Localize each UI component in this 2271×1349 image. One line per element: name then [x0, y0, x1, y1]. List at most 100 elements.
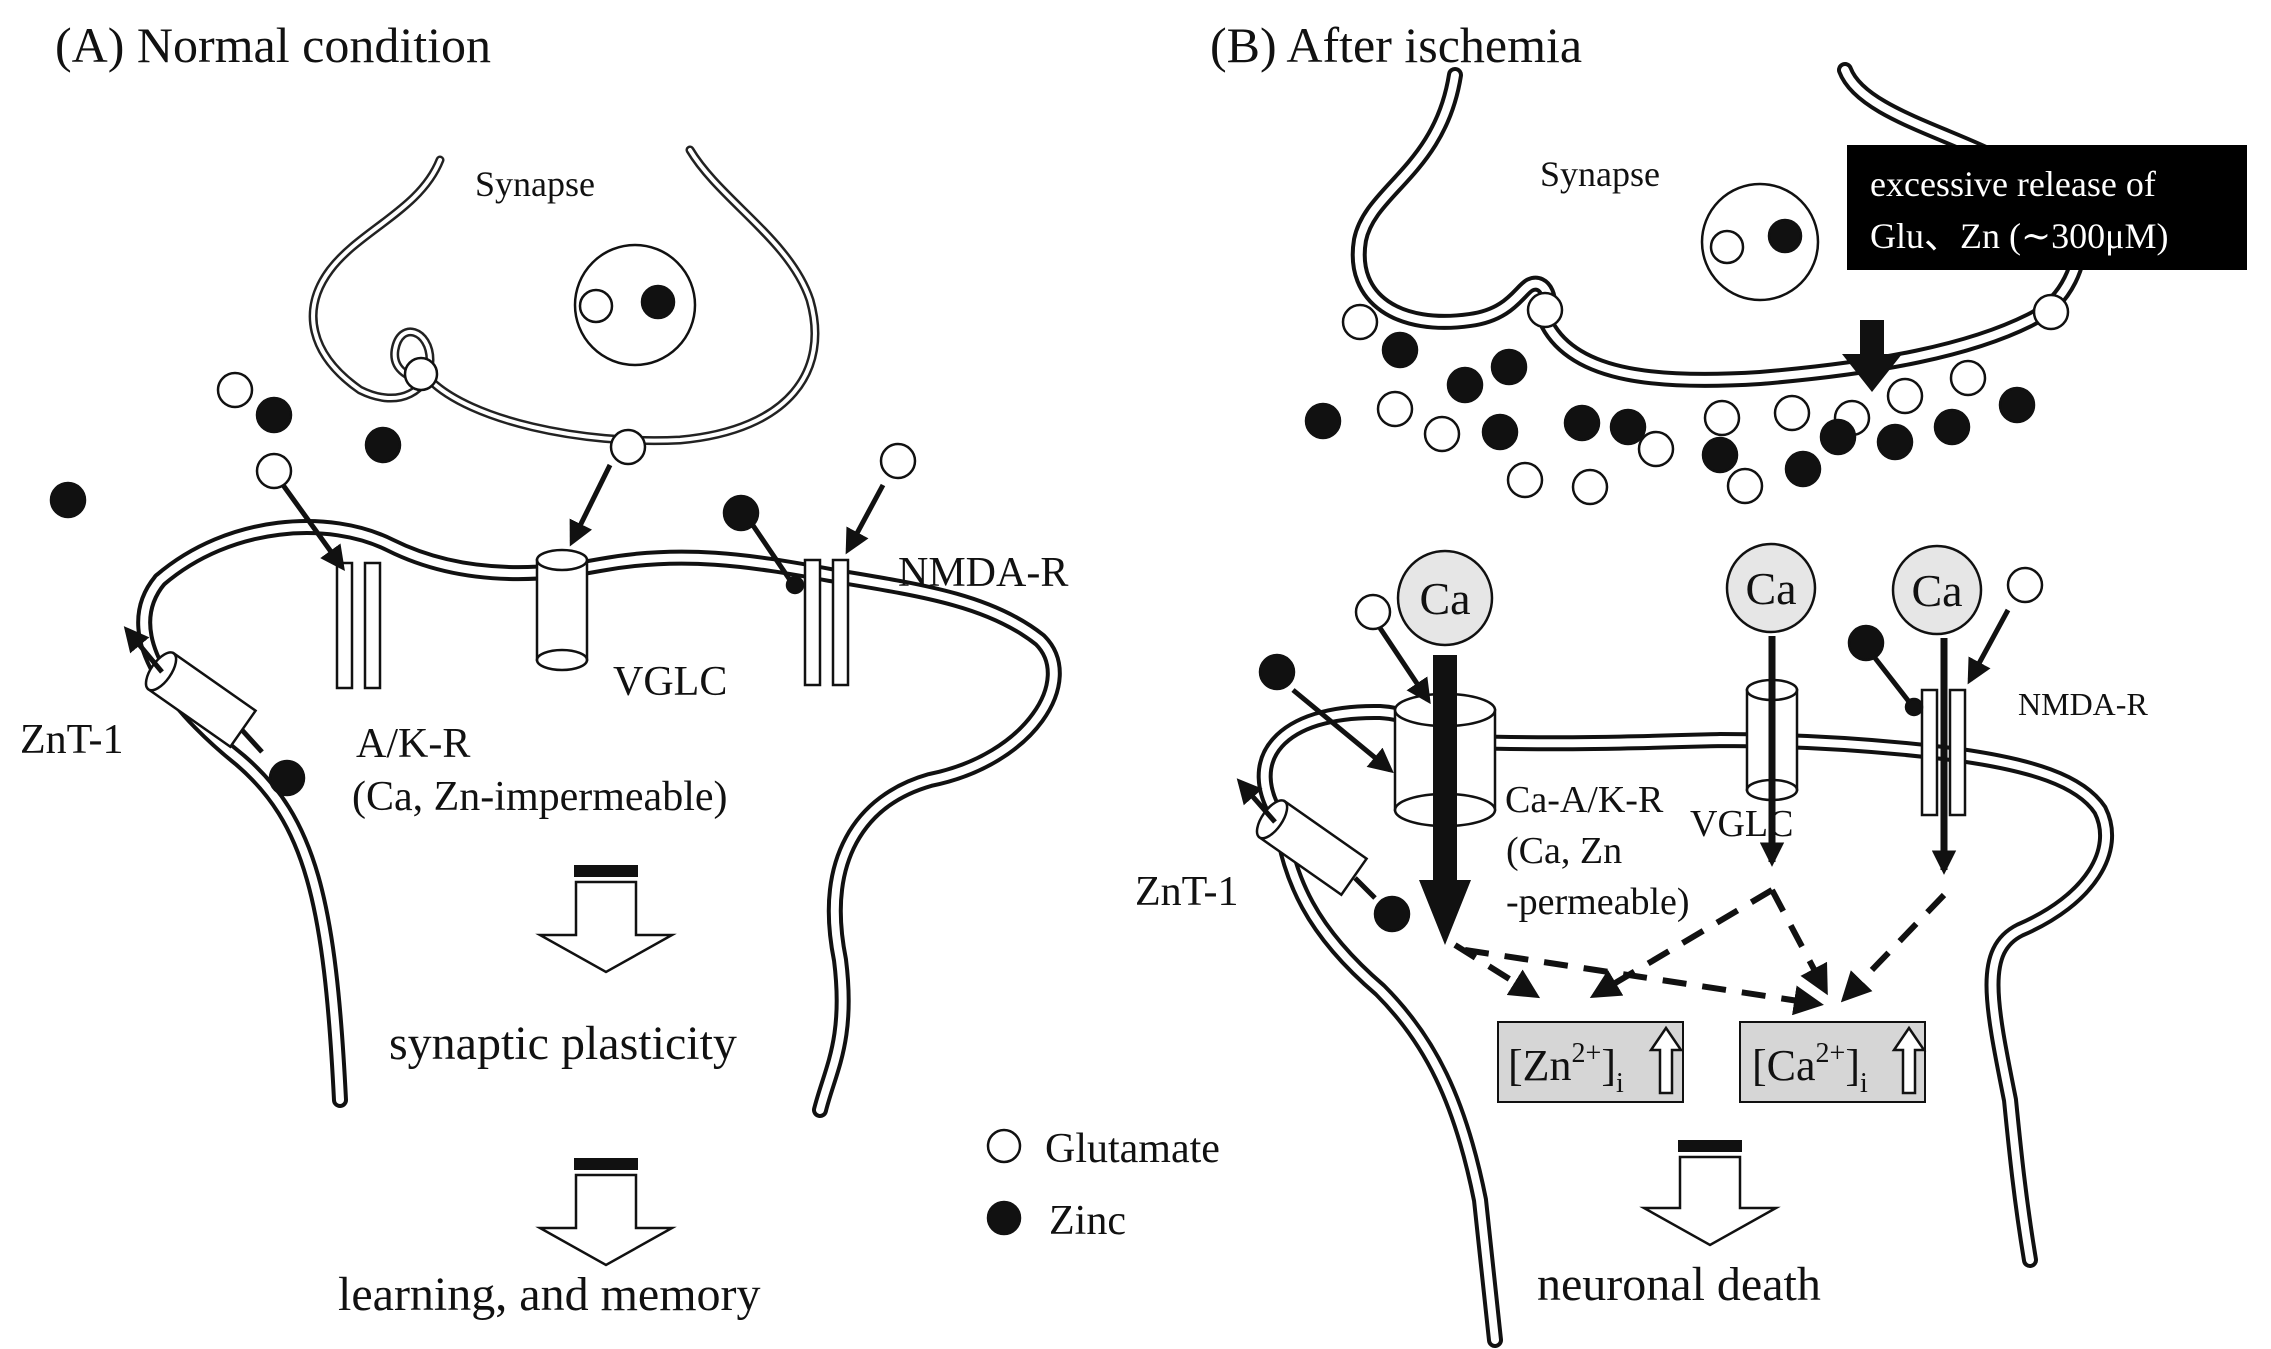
vesicle-zinc-b: [1767, 218, 1803, 254]
znt1-efflux-arrow-a: [123, 626, 164, 674]
ca-ak-note-b2: -permeable): [1506, 881, 1690, 923]
legend-zinc-label: Zinc: [1049, 1198, 1126, 1244]
zinc: [1373, 895, 1411, 933]
zn-to-nmda-line: [745, 516, 795, 585]
ca-conc-label: [Ca2+]i: [1752, 1038, 1868, 1099]
glutamate: [1571, 468, 1609, 506]
zn-concentration-box: [Zn2+]i: [1497, 1021, 1684, 1103]
dash-akr-to-ca: [1464, 947, 1824, 1016]
postsynaptic-membrane-b: [1256, 703, 2115, 1348]
release-line-1: excessive release of: [1870, 164, 2156, 204]
zinc: [268, 759, 306, 797]
glutamate: [1354, 593, 1392, 631]
nmda-label-b: NMDA-R: [2018, 686, 2148, 722]
ak-receptor-a: [335, 561, 382, 690]
vglc-label-a: VGLC: [613, 659, 727, 705]
synapse-a: [308, 145, 820, 446]
zinc: [1304, 402, 1342, 440]
cleft-molecules: [1304, 291, 2070, 506]
outcome-death-label: neuronal death: [1537, 1258, 1821, 1311]
ca-ball-akr: Ca: [1396, 549, 1494, 647]
panel-b: (B) After ischemia Synapse excessive rel…: [1135, 17, 2247, 1348]
glu-to-nmda-arrow-b: [1967, 608, 2011, 685]
glu-to-nmda-arrow: [845, 483, 886, 555]
vesicle-zinc-a: [640, 284, 676, 320]
release-line-2: Glu、Zn (∼300μM): [1870, 216, 2168, 256]
outcome-arrow-a2: [535, 1158, 677, 1267]
glutamate: [2006, 566, 2044, 604]
ca-ak-note-b1: (Ca, Zn: [1506, 830, 1622, 872]
glutamate: [1506, 461, 1544, 499]
legend-zinc-symbol: [986, 1200, 1022, 1236]
ca-influx-akr-arrow: [1419, 655, 1471, 945]
legend-glutamate-symbol: [986, 1128, 1022, 1164]
nmda-zn-bound-a: [785, 575, 805, 595]
panel-a-title: (A) Normal condition: [55, 17, 491, 73]
dash-vglc-to-zn: [1589, 887, 1774, 999]
zinc: [1490, 348, 1528, 386]
ak-note-a: (Ca, Zn-impermeable): [352, 774, 728, 820]
zinc: [49, 481, 87, 519]
znt1-label-b: ZnT-1: [1135, 869, 1238, 915]
nmda-receptor-b: [1920, 688, 1967, 817]
ca-ball-vglc: Ca: [1725, 542, 1817, 634]
nmda-label-a: NMDA-R: [898, 550, 1068, 596]
znt1-efflux-arrow-b: [1236, 778, 1277, 824]
glutamate: [1726, 467, 1764, 505]
znt1-transporter-b: [1255, 799, 1369, 897]
zinc: [1481, 413, 1519, 451]
panel-b-title: (B) After ischemia: [1210, 17, 1582, 73]
vesicle-a: [573, 243, 697, 367]
glutamate: [1886, 377, 1924, 415]
zn-increase-arrow-icon: [1648, 1025, 1684, 1095]
glutamate: [2032, 293, 2070, 331]
zinc: [1258, 653, 1296, 691]
glu-to-vglc-arrow: [569, 463, 613, 547]
vesicle-glutamate-a: [578, 288, 614, 324]
ca-concentration-box: [Ca2+]i: [1739, 1021, 1927, 1103]
glutamate: [1341, 303, 1379, 341]
zn-conc-label: [Zn2+]i: [1508, 1038, 1624, 1099]
glutamate: [216, 371, 254, 409]
glutamate: [1423, 415, 1461, 453]
dash-vglc-to-ca: [1769, 888, 1828, 996]
znt1-tail-b: [1353, 876, 1377, 900]
glutamate: [1376, 390, 1414, 428]
vglc-channel-a: [535, 548, 589, 672]
zinc: [1609, 408, 1647, 446]
zinc: [1847, 624, 1885, 662]
zinc: [255, 396, 293, 434]
zinc: [722, 494, 760, 532]
glutamate: [609, 428, 647, 466]
ca-ak-label-b: Ca-A/K-R: [1505, 779, 1664, 821]
glutamate: [1526, 291, 1564, 329]
outcome-arrow-a1: [535, 865, 677, 974]
glutamate: [255, 452, 293, 490]
zinc: [1701, 436, 1739, 474]
zinc: [1876, 423, 1914, 461]
release-box: excessive release of Glu、Zn (∼300μM): [1847, 145, 2247, 270]
legend-glutamate-label: Glutamate: [1045, 1126, 1220, 1172]
released-glutamate-a: [403, 356, 439, 392]
dash-nmda-to-ca: [1840, 892, 1947, 1003]
znt1-label-a: ZnT-1: [20, 717, 123, 763]
outcome-learning-label: learning, and memory: [338, 1268, 761, 1321]
outcome-arrow-b: [1639, 1140, 1781, 1247]
glu-to-ca-akr-arrow: [1377, 626, 1431, 705]
zinc: [1446, 366, 1484, 404]
ca-ball-nmda: Ca: [1891, 544, 1983, 636]
glutamate: [1637, 430, 1675, 468]
zn-to-ca-akr-arrow: [1291, 688, 1394, 774]
panel-a: (A) Normal condition Synapse: [20, 17, 1068, 1321]
zinc: [1563, 404, 1601, 442]
ca-label-akr: Ca: [1419, 573, 1470, 624]
zinc: [1819, 418, 1857, 456]
ca-increase-arrow-icon: [1891, 1025, 1927, 1095]
nmda-zn-bound-b: [1904, 697, 1924, 717]
ak-label-a: A/K-R: [356, 721, 470, 767]
ca-label-vglc: Ca: [1745, 563, 1796, 614]
zinc: [1998, 386, 2036, 424]
vesicle-glutamate-b: [1709, 229, 1745, 265]
